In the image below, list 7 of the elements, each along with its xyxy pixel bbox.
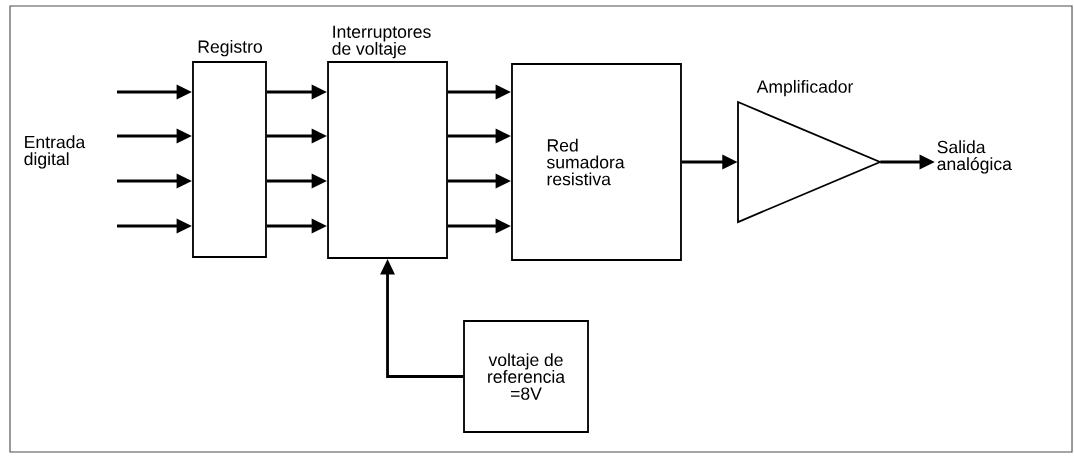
block-heading: Registro: [198, 39, 262, 57]
output-label: Salida analógica: [937, 140, 1012, 174]
reference-voltage-box: voltaje de referencia =8V: [463, 320, 589, 433]
block-heading: Interruptores de voltaje: [332, 25, 431, 59]
input-label: Entrada digital: [24, 135, 86, 169]
summing-network-box: Red sumadora resistiva: [511, 63, 682, 261]
block-heading: Amplificador: [756, 79, 854, 97]
